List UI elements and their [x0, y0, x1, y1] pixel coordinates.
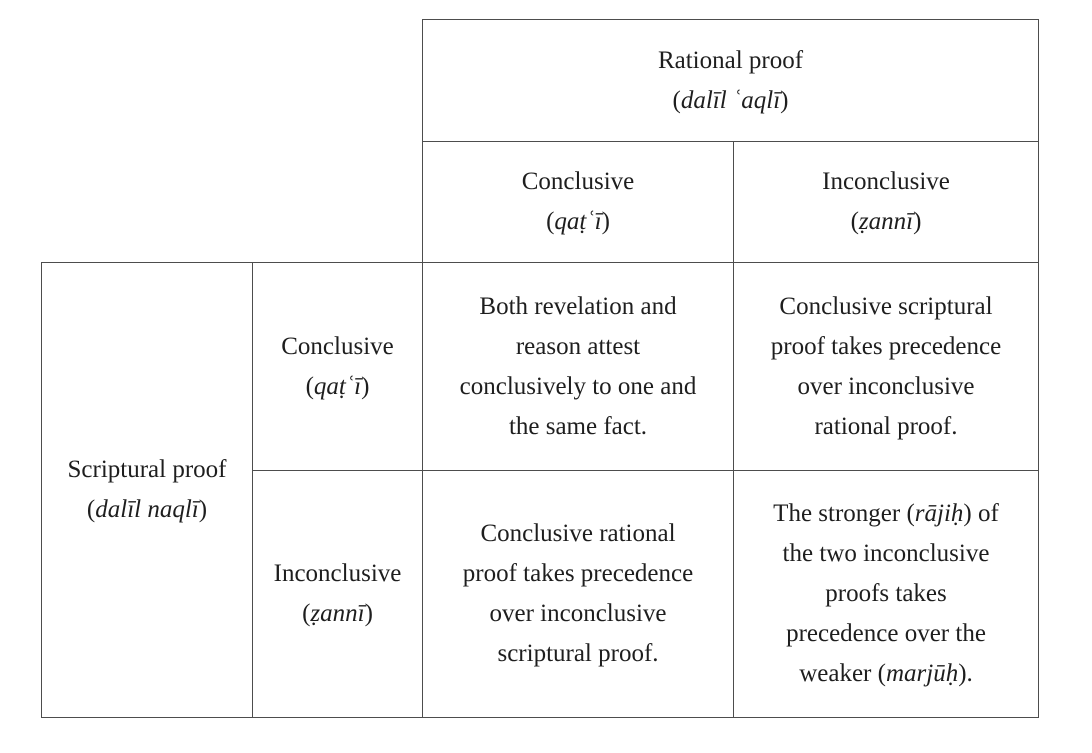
empty-corner-cell	[42, 20, 423, 263]
scriptural-conclusive-transliteration: (qaṭʿī)	[305, 372, 370, 400]
cell-conclusive-inconclusive: Conclusive scriptural proof takes preced…	[733, 262, 1039, 471]
cell-inconclusive-conclusive: Conclusive rational proof takes preceden…	[422, 470, 734, 718]
rational-proof-title: Rational proof	[657, 46, 804, 74]
rational-proof-header-cell: Rational proof (dalīl ʿaqlī)	[422, 19, 1039, 142]
cell-inconclusive-inconclusive-text: The stronger (rājiḥ) of the two inconclu…	[773, 500, 999, 687]
scriptural-conclusive-header-cell: Conclusive (qaṭʿī)	[252, 262, 423, 471]
cell-conclusive-inconclusive-text: Conclusive scriptural proof takes preced…	[770, 292, 1002, 440]
rational-inconclusive-transliteration: (ẓannī)	[850, 208, 922, 235]
rational-proof-transliteration: (dalīl ʿaqlī)	[672, 86, 789, 114]
cell-conclusive-conclusive: Both revelation and reason attest conclu…	[422, 262, 734, 471]
rational-inconclusive-title: Inconclusive	[822, 168, 950, 195]
scriptural-proof-transliteration: (dalīl naqlī)	[86, 496, 208, 523]
scriptural-proof-title: Scriptural proof	[67, 456, 227, 483]
proof-precedence-table: Rational proof (dalīl ʿaqlī) Conclusive …	[41, 19, 1039, 718]
scriptural-inconclusive-title: Inconclusive	[273, 560, 402, 587]
scriptural-conclusive-title: Conclusive	[281, 332, 394, 360]
rational-conclusive-header-cell: Conclusive (qaṭʿī)	[422, 141, 734, 263]
scriptural-inconclusive-transliteration: (ẓannī)	[302, 600, 373, 627]
rational-conclusive-title: Conclusive	[521, 168, 635, 195]
scriptural-inconclusive-header-cell: Inconclusive (ẓannī)	[252, 470, 423, 718]
cell-inconclusive-inconclusive: The stronger (rājiḥ) of the two inconclu…	[733, 470, 1039, 718]
cell-conclusive-conclusive-text: Both revelation and reason attest conclu…	[459, 292, 697, 440]
scriptural-proof-header-cell: Scriptural proof (dalīl naqlī)	[41, 262, 253, 718]
rational-conclusive-transliteration: (qaṭʿī)	[546, 208, 610, 235]
rational-inconclusive-header-cell: Inconclusive (ẓannī)	[733, 141, 1039, 263]
cell-inconclusive-conclusive-text: Conclusive rational proof takes preceden…	[462, 520, 694, 667]
